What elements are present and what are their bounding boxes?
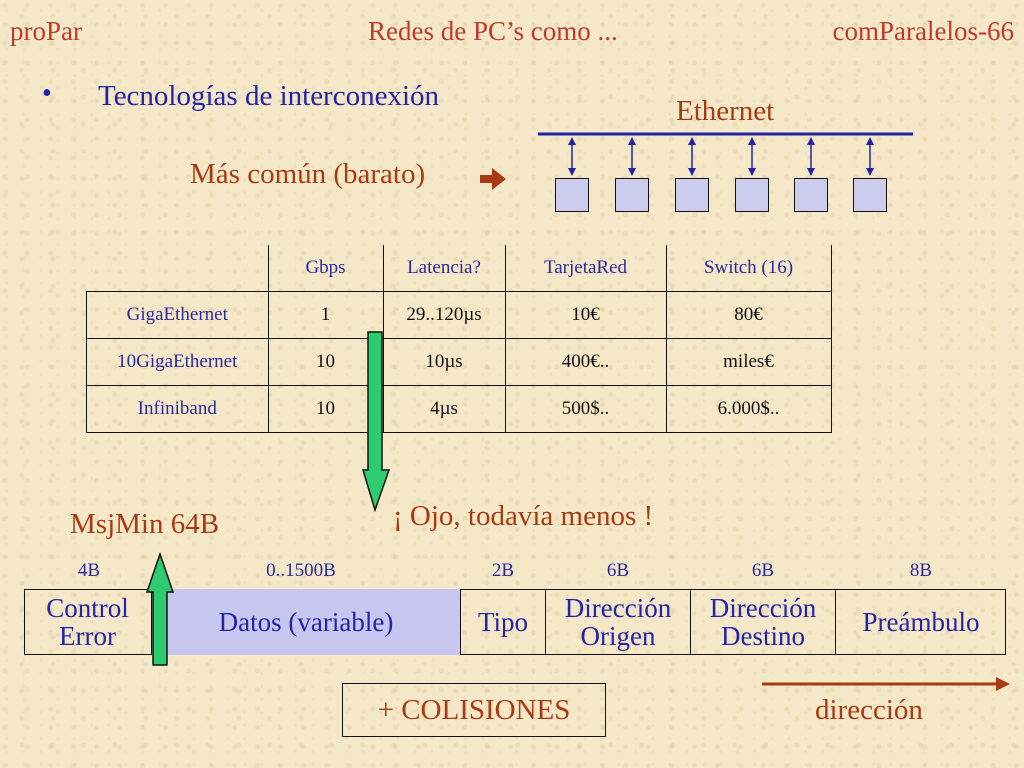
frame-field-line: Control (46, 592, 129, 623)
bus-drop-arrowhead (688, 137, 696, 145)
ethernet-node (555, 178, 589, 212)
frame-size-label: 6B (606, 560, 630, 581)
frame-size-label: 6B (751, 560, 775, 581)
frame-field-line: Destino (720, 621, 805, 651)
frame-field-line: Dirección (564, 592, 672, 623)
table-cell: 1 (267, 291, 384, 339)
mas-comun-text: Más común (barato) (190, 158, 426, 190)
bus-drop-arrowhead (807, 137, 815, 145)
header-center: Redes de PC’s como ... (368, 16, 618, 46)
frame-field-line: Tipo (477, 606, 529, 637)
table-header-cell: TarjetaRed (504, 245, 667, 292)
bus-drop-arrowhead (568, 137, 576, 145)
ojo-note: ¡ Ojo, todavía menos ! (393, 500, 654, 532)
green-up-arrow-icon (145, 552, 175, 666)
frame-size-label: 8B (909, 560, 933, 581)
table-row: 10GigaEthernet 10 10µs 400€.. miles€ (86, 338, 832, 386)
header-left: proPar (10, 16, 82, 46)
table-row: Infiniband 10 4µs 500$.. 6.000$.. (86, 385, 832, 433)
table-cell: miles€ (665, 338, 832, 386)
bus-drop-arrowhead (807, 168, 815, 176)
direction-arrow-icon (762, 677, 1010, 691)
bus-drop-arrowhead (688, 168, 696, 176)
frame-field-tipo: Tipo (461, 589, 546, 655)
header-right: comParalelos-66 (832, 16, 1014, 46)
table-cell: 29..120µs (382, 291, 506, 339)
bus-drop-arrowhead (628, 137, 636, 145)
table-header-cell: Switch (16) (665, 245, 832, 292)
frame-size-label: 2B (491, 560, 515, 581)
frame-field-line: Origen (580, 621, 656, 651)
bus-drop-arrowhead (568, 168, 576, 176)
table-cell: 10 (267, 385, 384, 433)
table-row-label: GigaEthernet (86, 291, 269, 339)
green-down-arrow-icon (362, 331, 390, 512)
comparison-table: Gbps Latencia? TarjetaRed Switch (16) Gi… (86, 245, 832, 433)
bus-drop-arrowhead (628, 168, 636, 176)
frame-size-label: 0..1500B (266, 560, 336, 581)
direccion-label: dirección (815, 694, 923, 726)
bullet-text: Tecnologías de interconexión (98, 80, 440, 112)
frame-field-line: Preámbulo (862, 606, 980, 637)
ethernet-bus-diagram (538, 132, 913, 176)
bullet-marker: • (42, 78, 52, 109)
frame-field-datos: Datos (variable) (152, 589, 461, 655)
table-header-row: Gbps Latencia? TarjetaRed Switch (16) (86, 245, 832, 292)
table-cell: 500$.. (504, 385, 667, 433)
bus-drop-arrowhead (866, 137, 874, 145)
table-header-cell: Gbps (267, 245, 384, 292)
table-cell: 400€.. (504, 338, 667, 386)
right-arrow-icon (480, 168, 506, 190)
table-cell: 6.000$.. (665, 385, 832, 433)
bus-drop-arrowhead (866, 168, 874, 176)
table-cell: 10µs (382, 338, 506, 386)
ethernet-node (675, 178, 709, 212)
ethernet-node (853, 178, 887, 212)
table-row-label: Infiniband (86, 385, 269, 433)
frame-size-label: 4B (77, 560, 101, 581)
msjmin-label: MsjMin 64B (70, 508, 220, 540)
ethernet-node (794, 178, 828, 212)
frame-field-preambulo: Preámbulo (836, 589, 1006, 655)
table-header-cell: Latencia? (382, 245, 506, 292)
table-cell: 4µs (382, 385, 506, 433)
ethernet-frame (24, 589, 1006, 655)
table-cell: 10€ (504, 291, 667, 339)
bus-drop-arrowhead (748, 168, 756, 176)
frame-field-line: Dirección (709, 592, 817, 623)
ethernet-node (735, 178, 769, 212)
table-row: GigaEthernet 1 29..120µs 10€ 80€ (86, 291, 832, 339)
table-row-label: 10GigaEthernet (86, 338, 269, 386)
table-header-cell (86, 245, 269, 292)
frame-field-line: Error (59, 621, 116, 651)
frame-field-line: Datos (variable) (218, 606, 394, 637)
ethernet-label: Ethernet (676, 95, 775, 127)
table-cell: 80€ (665, 291, 832, 339)
ethernet-node (615, 178, 649, 212)
colisiones-box: + COLISIONES (342, 683, 606, 737)
bus-drop-arrowhead (748, 137, 756, 145)
